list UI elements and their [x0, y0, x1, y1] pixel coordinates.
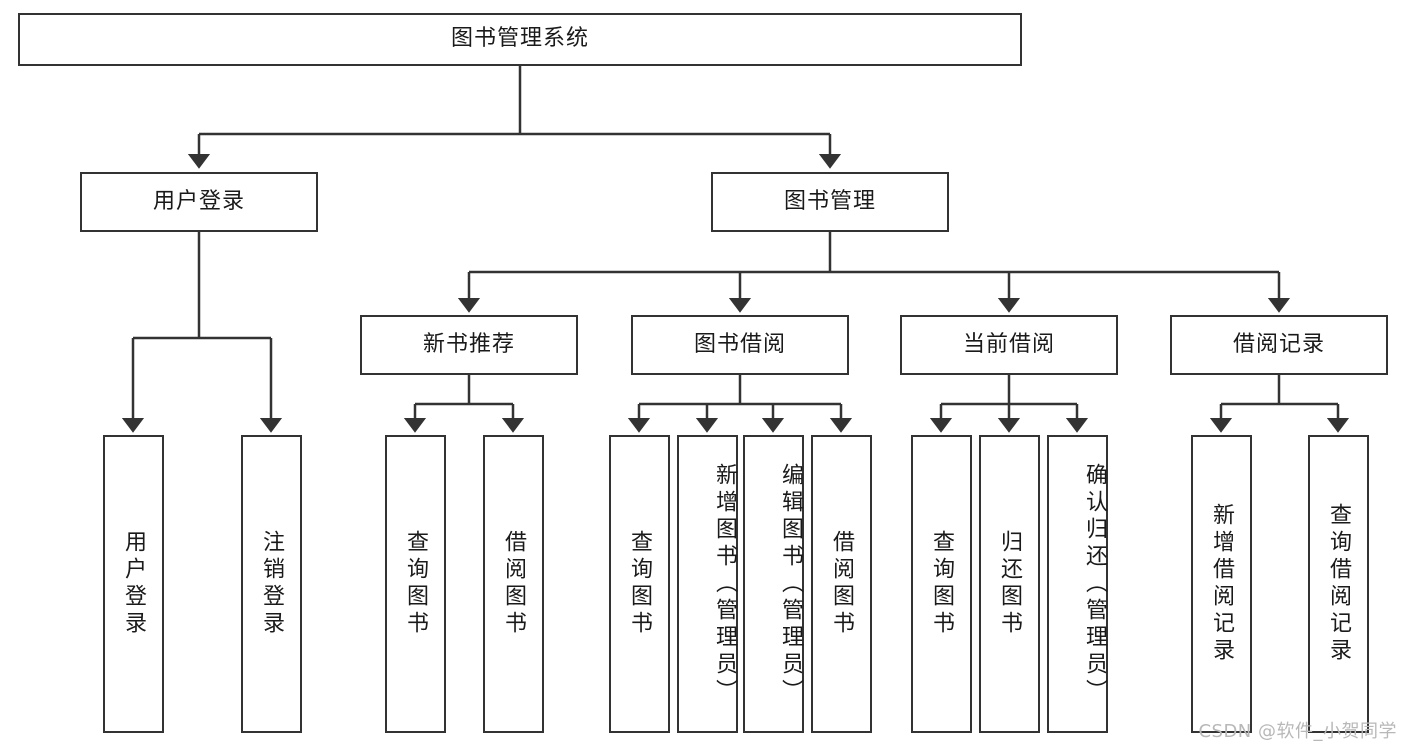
- csdn-watermark: CSDN @软件_小贺同学: [1198, 721, 1397, 742]
- leaf-user-login[interactable]: 用户登录: [103, 435, 164, 733]
- node-current-borrow[interactable]: 当前借阅: [900, 315, 1118, 375]
- leaf-current-confirm-return-admin[interactable]: 确认归还（管理员）: [1047, 435, 1108, 733]
- node-new-book-recommend[interactable]: 新书推荐: [360, 315, 578, 375]
- node-book-management[interactable]: 图书管理: [711, 172, 949, 232]
- node-user-login[interactable]: 用户登录: [80, 172, 318, 232]
- node-book-borrow[interactable]: 图书借阅: [631, 315, 849, 375]
- leaf-current-query-book[interactable]: 查询图书: [911, 435, 972, 733]
- leaf-user-logout[interactable]: 注销登录: [241, 435, 302, 733]
- leaf-borrow-borrow-book[interactable]: 借阅图书: [811, 435, 872, 733]
- leaf-record-add-borrow-record[interactable]: 新增借阅记录: [1191, 435, 1252, 733]
- leaf-current-return-book[interactable]: 归还图书: [979, 435, 1040, 733]
- leaf-borrow-query-book[interactable]: 查询图书: [609, 435, 670, 733]
- node-root-system[interactable]: 图书管理系统: [18, 13, 1022, 66]
- leaf-new-book-query[interactable]: 查询图书: [385, 435, 446, 733]
- leaf-record-query-borrow-record[interactable]: 查询借阅记录: [1308, 435, 1369, 733]
- leaf-borrow-add-book-admin[interactable]: 新增图书（管理员）: [677, 435, 738, 733]
- leaf-new-book-borrow[interactable]: 借阅图书: [483, 435, 544, 733]
- leaf-borrow-edit-book-admin[interactable]: 编辑图书（管理员）: [743, 435, 804, 733]
- node-borrow-record[interactable]: 借阅记录: [1170, 315, 1388, 375]
